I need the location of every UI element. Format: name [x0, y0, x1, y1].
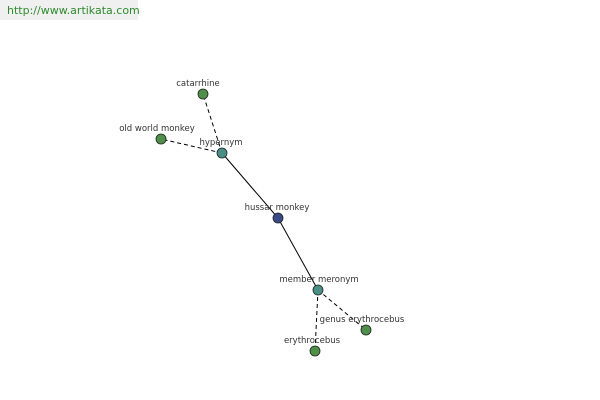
label-genus-erythrocebus: genus erythrocebus [320, 315, 405, 325]
edge-member-meronym-erythrocebus [314, 289, 319, 352]
edge-hypernym-catarrhine [202, 93, 223, 154]
watermark-url[interactable]: http://www.artikata.com [0, 0, 140, 20]
node-catarrhine[interactable] [197, 88, 209, 100]
node-genus-erythrocebus[interactable] [360, 324, 372, 336]
label-hussar-monkey: hussar monkey [245, 203, 310, 213]
node-old-world-monkey[interactable] [155, 133, 167, 145]
edge-center-hypernym [221, 152, 279, 219]
node-member-meronym[interactable] [312, 284, 324, 296]
edge-hypernym-old-world-monkey [160, 138, 223, 154]
edge-member-meronym-genus-erythrocebus [317, 289, 367, 331]
label-member-meronym: member meronym [279, 275, 358, 285]
label-old-world-monkey: old world monkey [119, 124, 195, 134]
label-hypernym: hypernym [199, 138, 242, 148]
node-hypernym[interactable] [216, 147, 228, 159]
edge-center-member-meronym [277, 217, 319, 291]
node-erythrocebus[interactable] [309, 345, 321, 357]
node-hussar-monkey[interactable] [272, 212, 284, 224]
watermark-url-text[interactable]: http://www.artikata.com [7, 4, 140, 17]
label-catarrhine: catarrhine [176, 79, 219, 89]
label-erythrocebus: erythrocebus [284, 336, 341, 346]
